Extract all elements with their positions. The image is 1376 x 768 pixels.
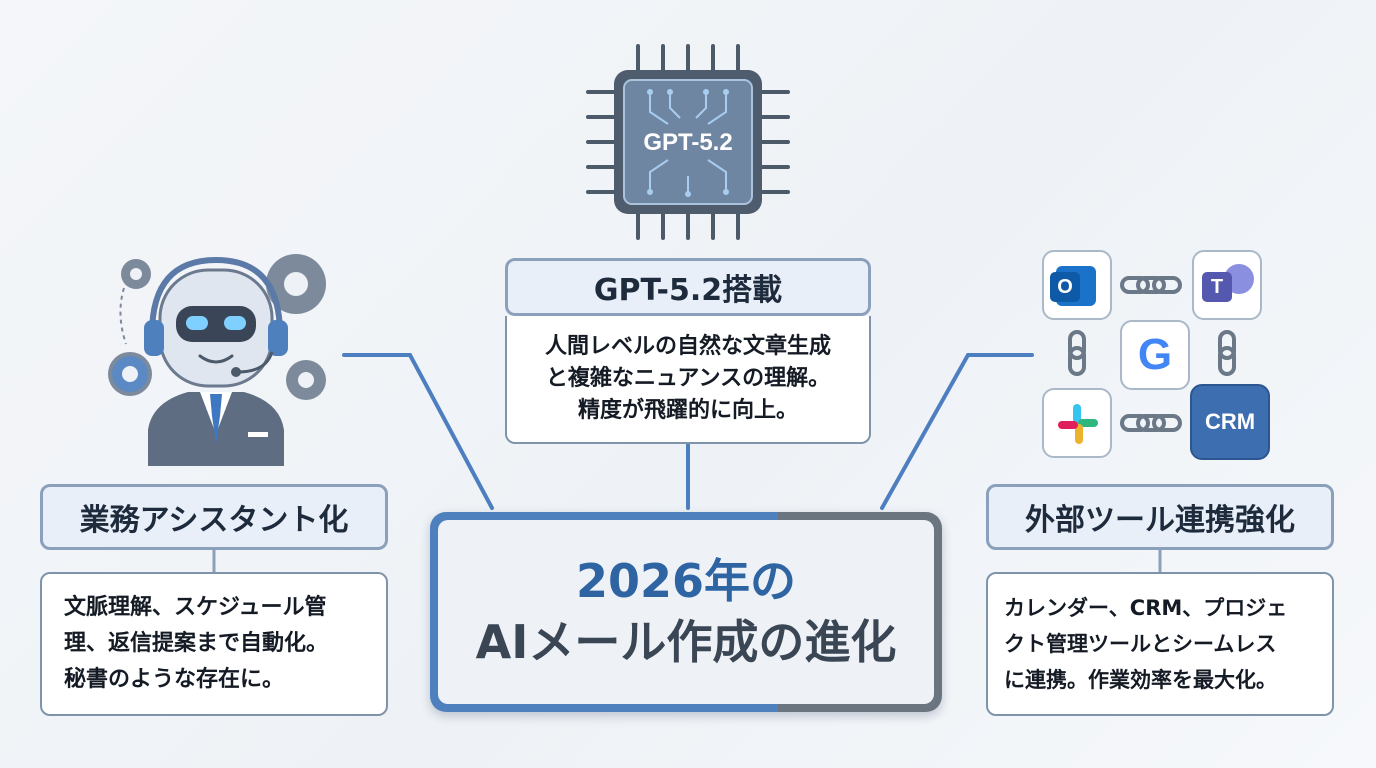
left-card-body-text: 文脈理解、スケジュール管 理、返信提案まで自動化。 秘書のような存在に。: [64, 595, 329, 692]
center-hub-inner: 2026年の AIメール作成の進化: [438, 520, 934, 704]
left-card-title: 業務アシスタント化: [40, 484, 388, 550]
top-card-body-text: 人間レベルの自然な文章生成 と複雑なニュアンスの理解。 精度が飛躍的に向上。: [544, 334, 831, 423]
top-card-title-text: GPT-5.2搭載: [593, 273, 783, 308]
chip-label: GPT-5.2: [643, 129, 732, 156]
gpt-chip-illustration: GPT-5.2: [586, 44, 790, 240]
connector-left: [342, 353, 494, 510]
right-card-body: カレンダー、CRM、プロジェ クト管理ツールとシームレス に連携。作業効率を最大…: [986, 572, 1334, 716]
crm-app-tile: CRM: [1190, 384, 1270, 460]
top-card-title: GPT-5.2搭載: [505, 258, 871, 316]
left-card-body: 文脈理解、スケジュール管 理、返信提案まで自動化。 秘書のような存在に。: [40, 572, 388, 716]
slack-icon: [1058, 404, 1098, 444]
crm-label: CRM: [1204, 409, 1256, 434]
connector-right: [880, 353, 1034, 510]
center-title-line1: 2026年の: [575, 554, 797, 608]
robot-assistant-illustration: [108, 254, 326, 466]
teams-icon: T: [1202, 272, 1232, 302]
center-hub: 2026年の AIメール作成の進化: [430, 512, 942, 712]
right-card-title-text: 外部ツール連携強化: [1025, 503, 1295, 538]
center-title-line2: AIメール作成の進化: [475, 615, 897, 669]
left-card-title-text: 業務アシスタント化: [79, 503, 349, 538]
google-icon: G: [1137, 330, 1173, 379]
google-app-tile: G: [1120, 320, 1190, 390]
teams-app-tile: T: [1192, 250, 1262, 320]
slack-app-tile: [1042, 388, 1112, 458]
outlook-icon: O: [1050, 272, 1080, 302]
right-card-title: 外部ツール連携強化: [986, 484, 1334, 550]
top-card-body: 人間レベルの自然な文章生成 と複雑なニュアンスの理解。 精度が飛躍的に向上。: [505, 316, 871, 444]
right-card-body-text: カレンダー、CRM、プロジェ クト管理ツールとシームレス に連携。作業効率を最大…: [1004, 596, 1288, 692]
outlook-app-tile: O: [1042, 250, 1112, 320]
app-integration-illustration: O T G CRM: [1040, 248, 1276, 462]
